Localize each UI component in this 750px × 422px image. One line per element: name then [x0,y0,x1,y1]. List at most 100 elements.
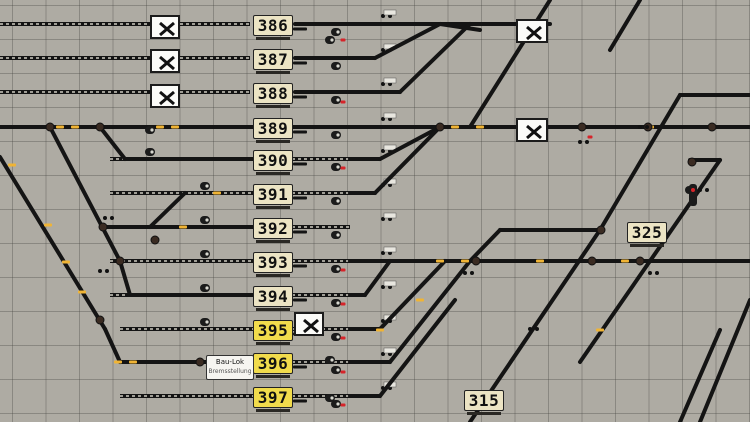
signal-light [336,402,340,406]
switch-point [707,122,717,132]
label-tag [383,347,397,354]
track-line [363,259,392,297]
switch-point [596,225,606,235]
block-sign [516,118,548,142]
block-sign [516,19,548,43]
track-line [698,298,750,422]
track-lamp [293,365,307,369]
label-tag [383,77,397,84]
signal-head [145,126,155,134]
track-lamp [340,370,346,374]
signal-head [331,163,341,171]
label-tag [383,112,397,119]
signal-light [336,98,340,102]
signal-head [200,250,210,258]
track-lamp [376,328,384,332]
track-number-386: 386 [253,15,293,40]
track-line [0,155,107,331]
track-number-389: 389 [253,118,293,143]
signal-light [336,233,340,237]
track-lamp [340,403,346,407]
track-line [118,259,132,297]
track-lamp [436,259,444,263]
track-line [388,259,472,364]
track-lamp [293,27,307,31]
track-lamp [293,162,307,166]
switch-point [95,122,105,132]
indicator-dot [98,269,102,273]
bau-lok-sublabel: Bremsstellung [208,368,252,375]
signal-light [150,128,154,132]
track-lamp [293,264,307,268]
track-lamp [56,125,64,129]
bau-lok-plate: Bau-Lok Bremsstellung [206,355,254,380]
signal-light [205,320,209,324]
track-lamp [340,100,346,104]
indicator-dot [655,271,659,275]
label-tag [383,9,397,16]
track-lamp [416,298,424,302]
signal-head [331,28,341,36]
indicator-dot [648,271,652,275]
track-line [148,191,187,229]
track-lamp [536,259,544,263]
track-line [468,228,502,263]
track-lamp [340,38,346,42]
signal-light [336,335,340,339]
signal-head [331,265,341,273]
track-line [398,22,472,94]
track-lamp [129,360,137,364]
track-line [103,327,122,364]
signal-head [200,216,210,224]
switch-point [587,256,597,266]
indicator-dot [645,125,649,129]
track-line [608,0,642,52]
track-lamp [293,95,307,99]
signal-light [330,358,334,362]
signal-head [331,231,341,239]
track-number-325: 325 [627,222,667,247]
track-number-394: 394 [253,286,293,311]
label-tag [383,280,397,287]
track-line [48,125,122,263]
indicator-dot [585,140,589,144]
signal-head [200,318,210,326]
signal-light [336,64,340,68]
indicator-dot [528,327,532,331]
track-lamp [8,163,16,167]
signal-head [325,36,335,44]
signal-light [336,30,340,34]
track-lamp [451,125,459,129]
track-line [578,259,652,364]
track-lamp [621,259,629,263]
track-lamp [293,230,307,234]
track-line [378,298,457,398]
switch-point [95,315,105,325]
track-lamp [171,125,179,129]
signal-light [205,286,209,290]
signal-head [331,96,341,104]
signal-head [331,197,341,205]
indicator-dot [638,125,642,129]
track-lamp [62,260,70,264]
switch-point [195,357,205,367]
signal-light [150,150,154,154]
indicator-dot [463,271,467,275]
signal-light [330,38,334,42]
track-lamp [340,336,346,340]
track-lamp [114,360,122,364]
switch-point [98,222,108,232]
track-lamp [71,125,79,129]
track-lamp [156,125,164,129]
indicator-dot [535,327,539,331]
signal-light [336,199,340,203]
switch-point [115,256,125,266]
switch-point [150,235,160,245]
block-sign [150,15,180,39]
indicator-dot [470,271,474,275]
track-lamp [293,399,307,403]
signal-head [331,366,341,374]
track-number-391: 391 [253,184,293,209]
